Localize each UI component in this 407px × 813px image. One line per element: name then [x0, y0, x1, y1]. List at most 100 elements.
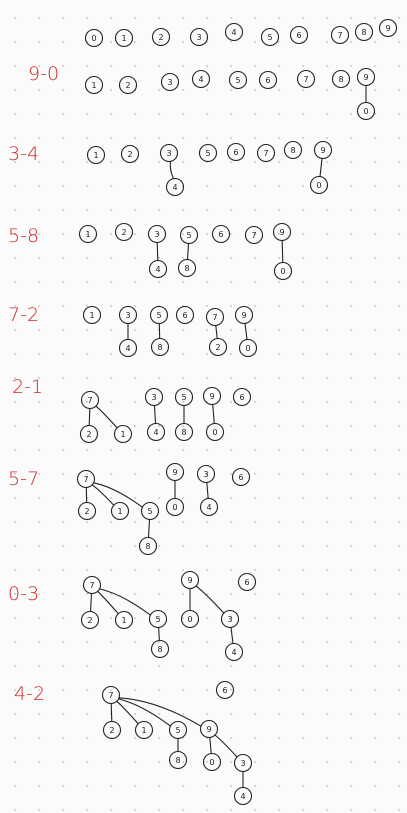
node-circle — [283, 140, 303, 160]
node-circle — [180, 609, 200, 629]
edge-7-5-step-8 — [117, 698, 172, 727]
node-2-step-6: 2 — [77, 501, 97, 521]
node-label: 7 — [251, 231, 256, 240]
node-circle — [174, 422, 194, 442]
node-circle — [189, 27, 209, 47]
node-label: 6 — [218, 230, 223, 239]
node-label: 4 — [206, 503, 211, 512]
edge-5-8-step-7 — [158, 626, 160, 642]
node-label: 7 — [303, 75, 308, 84]
step-label-5-7: 5-7 — [8, 468, 39, 490]
node-circle — [149, 305, 169, 325]
node-circle — [215, 680, 235, 700]
node-3-step-4: 3 — [118, 305, 138, 325]
node-label: 3 — [125, 311, 130, 320]
node-3-step-1: 3 — [160, 72, 180, 92]
node-2-step-0: 2 — [151, 27, 171, 47]
node-label: 7 — [87, 396, 92, 405]
node-label: 9 — [187, 576, 192, 585]
node-5-step-0: 5 — [260, 27, 280, 47]
node-circle — [140, 501, 160, 521]
node-2-step-1: 2 — [118, 75, 138, 95]
node-label: 5 — [147, 507, 152, 516]
node-0-step-0: 0 — [84, 28, 104, 48]
node-1-step-3: 1 — [78, 224, 98, 244]
edge-9-3-step-8 — [214, 734, 238, 758]
node-7-step-8: 7 — [101, 685, 121, 705]
node-label: 9 — [363, 73, 368, 82]
node-8-step-1: 8 — [331, 69, 351, 89]
node-label: 8 — [184, 264, 189, 273]
node-circle — [205, 422, 225, 442]
node-label: 9 — [320, 146, 325, 155]
step-label-3-4: 3-4 — [8, 143, 39, 165]
node-circle — [202, 752, 222, 772]
node-label: 6 — [182, 311, 187, 320]
node-circle — [177, 258, 197, 278]
node-label: 2 — [125, 81, 130, 90]
node-label: 0 — [280, 267, 285, 276]
edge-7-1-step-8 — [116, 700, 139, 725]
node-label: 4 — [155, 265, 160, 274]
node-3-step-0: 3 — [189, 27, 209, 47]
node-1-step-1: 1 — [84, 75, 104, 95]
node-5-step-7: 5 — [148, 609, 168, 629]
node-circle — [168, 720, 188, 740]
node-circle — [110, 501, 130, 521]
node-5-step-5: 5 — [174, 387, 194, 407]
node-8-step-2: 8 — [283, 140, 303, 160]
node-1-step-5: 1 — [113, 424, 133, 444]
node-label: 3 — [196, 33, 201, 42]
node-circle — [150, 639, 170, 659]
node-circle — [378, 18, 398, 38]
node-9-step-7: 9 — [180, 570, 200, 590]
step-label-7-2: 7-2 — [8, 304, 39, 326]
node-0-step-7: 0 — [180, 609, 200, 629]
node-circle — [144, 387, 164, 407]
node-0-step-5: 0 — [205, 422, 225, 442]
node-label: 1 — [120, 430, 125, 439]
node-5-step-1: 5 — [228, 70, 248, 90]
node-5-step-3: 5 — [179, 225, 199, 245]
node-circle — [354, 22, 374, 42]
node-label: 9 — [279, 228, 284, 237]
node-label: 0 — [209, 758, 214, 767]
node-circle — [160, 72, 180, 92]
node-label: 3 — [166, 149, 171, 158]
node-3-step-5: 3 — [144, 387, 164, 407]
node-circle — [237, 572, 257, 592]
node-circle — [198, 143, 218, 163]
node-2-step-2: 2 — [120, 144, 140, 164]
node-label: 9 — [241, 311, 246, 320]
node-label: 0 — [91, 34, 96, 43]
node-4-step-0: 4 — [224, 22, 244, 42]
node-circle — [165, 497, 185, 517]
step-label-5-8: 5-8 — [8, 225, 39, 247]
node-circle — [226, 142, 246, 162]
node-6-step-1: 6 — [258, 70, 278, 90]
node-circle — [147, 224, 167, 244]
node-circle — [233, 753, 253, 773]
node-label: 1 — [89, 311, 94, 320]
node-0-step-2: 0 — [309, 175, 329, 195]
node-label: 9 — [385, 24, 390, 33]
node-circle — [159, 143, 179, 163]
node-4-step-8: 4 — [233, 786, 253, 806]
node-9-step-1: 9 — [356, 67, 376, 87]
edge-9-0-step-2 — [319, 157, 323, 178]
node-4-step-1: 4 — [191, 69, 211, 89]
node-circle — [174, 387, 194, 407]
node-label: 3 — [240, 759, 245, 768]
node-label: 2 — [86, 430, 91, 439]
edge-3-4-step-5 — [153, 404, 157, 425]
node-circle — [118, 305, 138, 325]
node-circle — [79, 424, 99, 444]
node-7-step-5: 7 — [80, 390, 100, 410]
node-label: 8 — [175, 756, 180, 765]
node-label: 1 — [85, 230, 90, 239]
node-label: 2 — [215, 343, 220, 352]
edge-3-4-step-6 — [206, 481, 209, 500]
node-0-step-4: 0 — [238, 338, 258, 358]
